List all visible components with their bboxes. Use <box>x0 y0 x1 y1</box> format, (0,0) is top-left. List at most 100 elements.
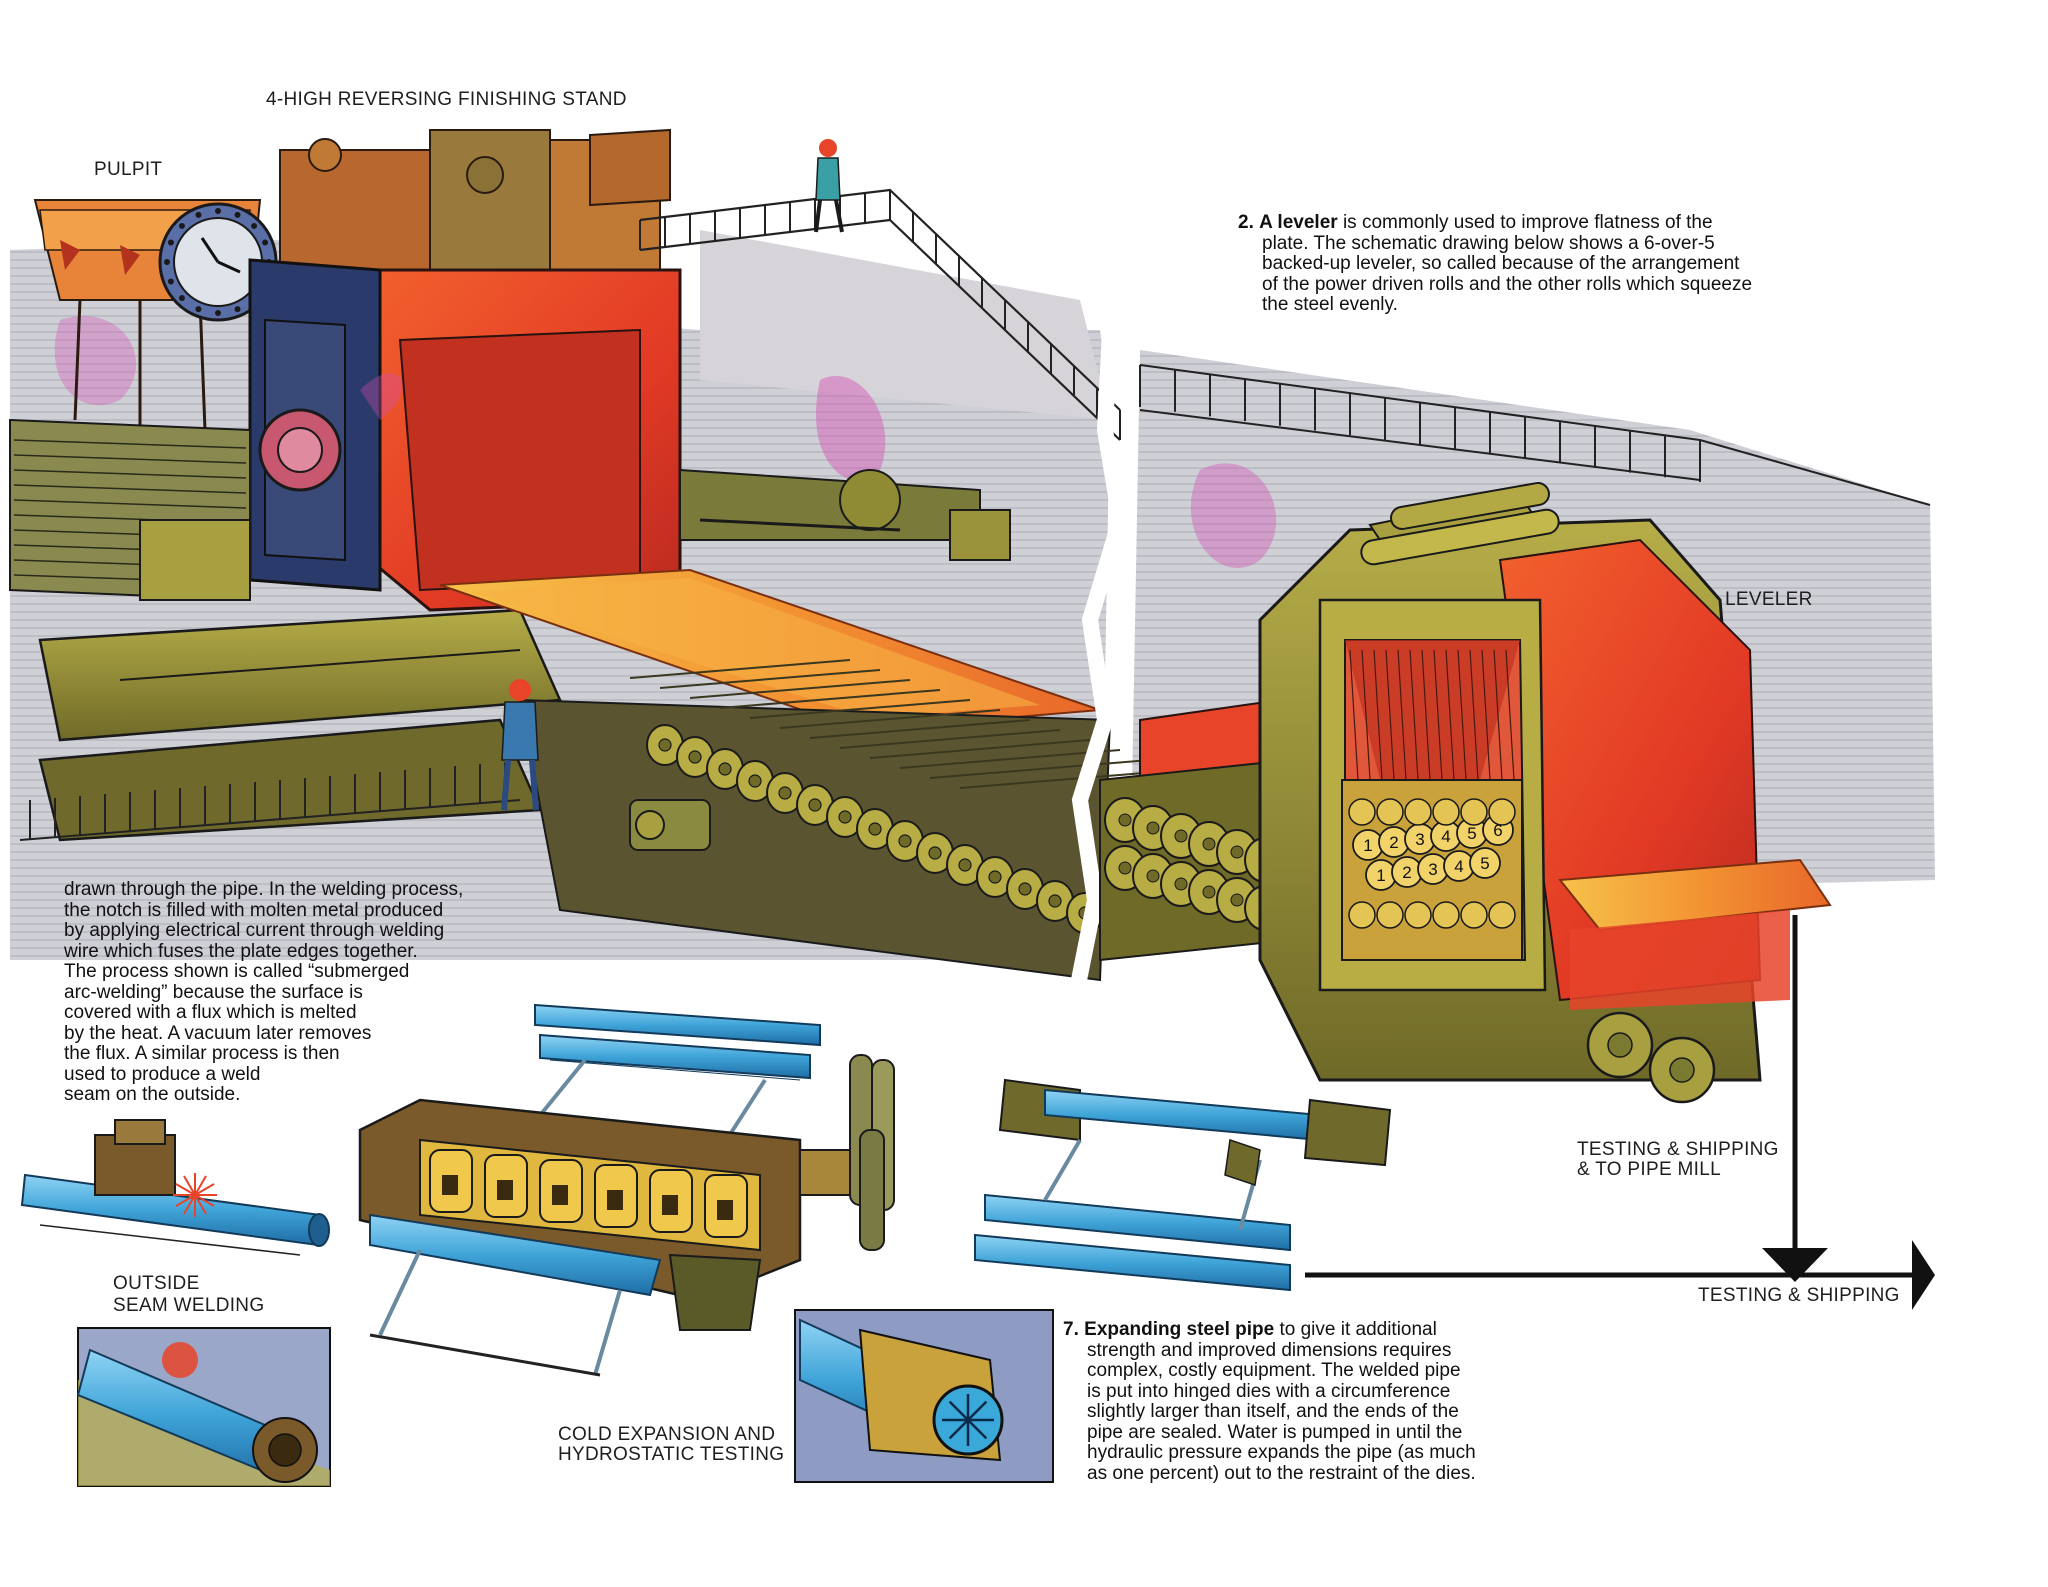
backup-roll <box>1432 901 1460 929</box>
cold-expansion-label-line-1: COLD EXPANSION AND <box>558 1424 776 1445</box>
pulpit-label: PULPIT <box>94 159 163 180</box>
die-slot <box>662 1195 678 1215</box>
weld-spark <box>175 1194 196 1207</box>
welding-note-line-3: by applying electrical current through w… <box>64 920 445 941</box>
backup-roll <box>1488 901 1516 929</box>
roller-hub <box>1202 885 1216 899</box>
leveler-note-number: 2. <box>1238 212 1254 233</box>
gauge-bolt <box>262 239 269 246</box>
expanding-note-line-8: as one percent) out to the restraint of … <box>1087 1462 1476 1484</box>
roller-edge <box>659 669 881 689</box>
gauge-bolt <box>178 222 185 229</box>
roller-hub <box>988 870 1002 884</box>
welding-note-line-8: by the heat. A vacuum later removes <box>64 1022 372 1044</box>
hatch-line <box>1457 649 1467 781</box>
left-roller-table <box>9 418 562 842</box>
weld-spark <box>194 1175 207 1196</box>
roller-hub <box>1174 877 1188 891</box>
welding-note-line-5: The process shown is called “submerged <box>64 961 410 982</box>
backup-roll <box>1404 901 1432 929</box>
gauge-bolt <box>195 306 202 313</box>
hatch-line <box>1481 649 1491 781</box>
roller-hub <box>778 786 792 800</box>
finishing-stand-top <box>279 128 671 271</box>
roller-hub <box>958 858 972 872</box>
leveler-roll-number: 2 <box>1389 833 1398 852</box>
hatch-line <box>1361 649 1371 781</box>
roller-edge <box>809 719 1031 739</box>
page-tear <box>1067 329 1129 1002</box>
die-slot <box>552 1185 568 1205</box>
die-spoke <box>967 1400 988 1421</box>
hatch-line <box>1493 649 1503 781</box>
backup-roll <box>1460 901 1488 929</box>
leveler-note-line-3: backed-up leveler, so called because of … <box>1262 253 1740 274</box>
backup-roll <box>1376 798 1404 826</box>
roller-hub <box>1230 845 1244 859</box>
expanding-note-line-7: hydraulic pressure expands the pipe (as … <box>1087 1442 1476 1463</box>
finishing-stand-housing <box>248 258 682 612</box>
welding-note-line-9: the flux. A similar process is then <box>64 1043 340 1064</box>
leveler-roll-number: 5 <box>1467 824 1476 843</box>
expansion-die-inset <box>794 1309 1054 1483</box>
hatch-line <box>1445 649 1455 781</box>
catwalk-railing <box>639 188 1121 441</box>
weld-spark <box>183 1175 196 1196</box>
die-slot <box>497 1180 513 1200</box>
roller-hub <box>868 822 882 836</box>
roller-line <box>13 469 247 479</box>
outside-seam-welding-label: OUTSIDE SEAM WELDING <box>113 1273 264 1317</box>
die-slot <box>717 1200 733 1220</box>
roller-edge <box>749 699 971 719</box>
roller-hub <box>1202 837 1216 851</box>
leveler-roll-number: 5 <box>1480 854 1489 873</box>
welding-note-line-11: seam on the outside. <box>64 1084 241 1105</box>
welding-note-line-10: used to produce a weld <box>64 1063 261 1085</box>
cold-expansion-label-line-2: HYDROSTATIC TESTING <box>558 1444 785 1465</box>
hydrostatic-test-pipes <box>974 1078 1392 1292</box>
mill-operator <box>501 679 539 811</box>
weld-spark <box>194 1194 207 1215</box>
die-slot <box>607 1190 623 1210</box>
roller-line <box>13 499 247 509</box>
leveler-roll-number: 3 <box>1415 830 1424 849</box>
cold-expansion-label: COLD EXPANSION AND HYDROSTATIC TESTING <box>558 1425 784 1465</box>
hatch-line <box>1385 649 1395 781</box>
roller-edge <box>929 759 1151 779</box>
testing-pipe-mill-label: TESTING & SHIPPING & TO PIPE MILL <box>1577 1140 1779 1180</box>
gauge-bolt <box>164 259 170 265</box>
leveler-railing <box>1139 364 1931 506</box>
roller-line <box>13 454 247 464</box>
gauge-bolt <box>215 310 221 316</box>
backup-roll <box>1488 798 1516 826</box>
spindle-drive <box>679 468 1011 561</box>
roller-motor <box>629 799 711 851</box>
hatch-line <box>1433 649 1443 781</box>
welding-note-line-2: the notch is filled with molten metal pr… <box>64 899 444 921</box>
flow-arrow-down <box>1762 915 1828 1282</box>
roller-hub <box>718 762 732 776</box>
main-roller-table <box>518 659 1181 982</box>
die-spoke <box>948 1400 969 1421</box>
testing-shipping-label: TESTING & SHIPPING <box>1698 1285 1900 1306</box>
roller-hub <box>1146 869 1160 883</box>
backup-roll <box>1348 901 1376 929</box>
gauge-bolt <box>167 278 174 285</box>
hatch-line <box>1373 649 1383 781</box>
hatch-line <box>1505 649 1515 781</box>
finishing-stand-label: 4-HIGH REVERSING FINISHING STAND <box>266 89 627 110</box>
hatch-line <box>1397 649 1407 781</box>
welding-note-line-1: drawn through the pipe. In the welding p… <box>64 879 464 900</box>
leveler-note-heading: A leveler <box>1259 212 1338 233</box>
roller-edge <box>719 689 941 709</box>
weld-spark <box>183 1194 196 1215</box>
roller-hub <box>928 846 942 860</box>
expanding-note-line-1: to give it additional <box>1279 1319 1437 1340</box>
roller-line <box>13 484 247 494</box>
gauge-bolt <box>251 222 258 229</box>
outside-welding-pipe <box>20 1119 330 1256</box>
roller-hub <box>898 834 912 848</box>
hatch-line <box>1409 649 1419 781</box>
